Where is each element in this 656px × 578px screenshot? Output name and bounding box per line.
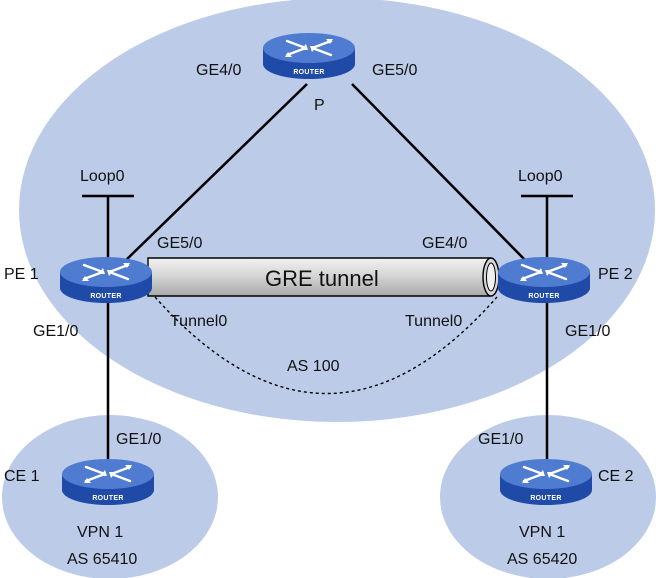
pe2-ge1-label: GE1/0 (565, 323, 610, 340)
pe1-ge5-label: GE5/0 (157, 235, 202, 252)
p-ge4-label: GE4/0 (196, 62, 241, 79)
ce1-name-label: CE 1 (4, 468, 40, 485)
link-p-pe1 (123, 83, 308, 263)
router-p-badge: ROUTER (293, 69, 324, 76)
pe2-name-label: PE 2 (598, 266, 633, 283)
site2-as-label: AS 65420 (507, 551, 577, 568)
router-pe2-badge: ROUTER (528, 293, 559, 300)
router-ce1[interactable]: ROUTER (60, 457, 156, 507)
router-pe2[interactable]: ROUTER (496, 255, 592, 305)
p-name-label: P (314, 97, 325, 114)
ce2-name-label: CE 2 (598, 468, 634, 485)
router-pe1-badge: ROUTER (90, 293, 121, 300)
site2-vpn-label: VPN 1 (519, 524, 565, 541)
pe2-loop-label: Loop0 (518, 168, 563, 185)
gre-tunnel-label: GRE tunnel (265, 266, 379, 291)
router-pe1[interactable]: ROUTER (58, 255, 154, 305)
pe2-loopback (521, 194, 573, 262)
site1-as-label: AS 65410 (67, 551, 137, 568)
ce1-ge1-label: GE1/0 (116, 431, 161, 448)
ce2-ge1-label: GE1/0 (478, 431, 523, 448)
backbone-cloud (19, 0, 655, 422)
router-ce2[interactable]: ROUTER (498, 457, 594, 507)
link-p-pe2 (351, 83, 528, 263)
site1-vpn-label: VPN 1 (77, 524, 123, 541)
pe1-loopback (82, 194, 134, 262)
backbone-as-label: AS 100 (287, 358, 340, 375)
pe1-ge1-label: GE1/0 (33, 323, 78, 340)
pe2-ge4-label: GE4/0 (422, 235, 467, 252)
p-ge5-label: GE5/0 (372, 62, 417, 79)
pe1-loop-label: Loop0 (80, 168, 125, 185)
router-ce2-badge: ROUTER (530, 495, 561, 502)
pe1-tunnel-label: Tunnel0 (170, 313, 227, 330)
pe2-tunnel-label: Tunnel0 (405, 313, 462, 330)
pe1-name-label: PE 1 (4, 266, 39, 283)
router-p[interactable]: ROUTER (261, 31, 357, 81)
router-ce1-badge: ROUTER (92, 495, 123, 502)
